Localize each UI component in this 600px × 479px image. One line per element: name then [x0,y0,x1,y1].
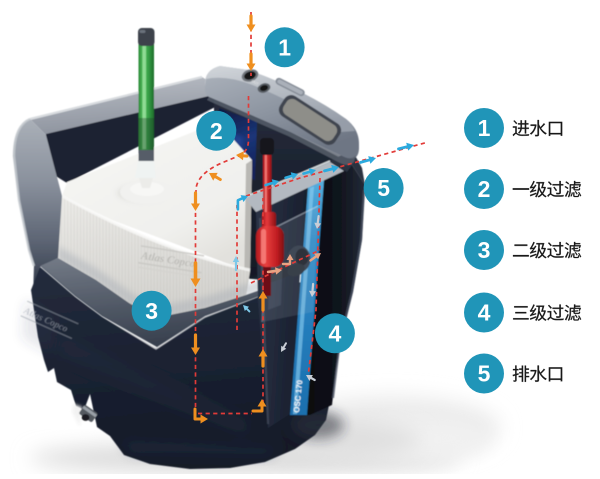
svg-text:1: 1 [278,35,291,61]
svg-text:2: 2 [478,176,491,202]
svg-text:OUT: OUT [251,79,260,87]
svg-text:3: 3 [145,298,158,324]
svg-text:5: 5 [478,361,491,387]
svg-text:4: 4 [478,300,491,326]
svg-text:1: 1 [478,115,491,141]
svg-text:3: 3 [478,237,491,263]
svg-text:4: 4 [329,321,342,347]
svg-text:2: 2 [210,118,223,144]
svg-text:OSC 170: OSC 170 [292,379,304,413]
svg-text:5: 5 [377,175,390,201]
